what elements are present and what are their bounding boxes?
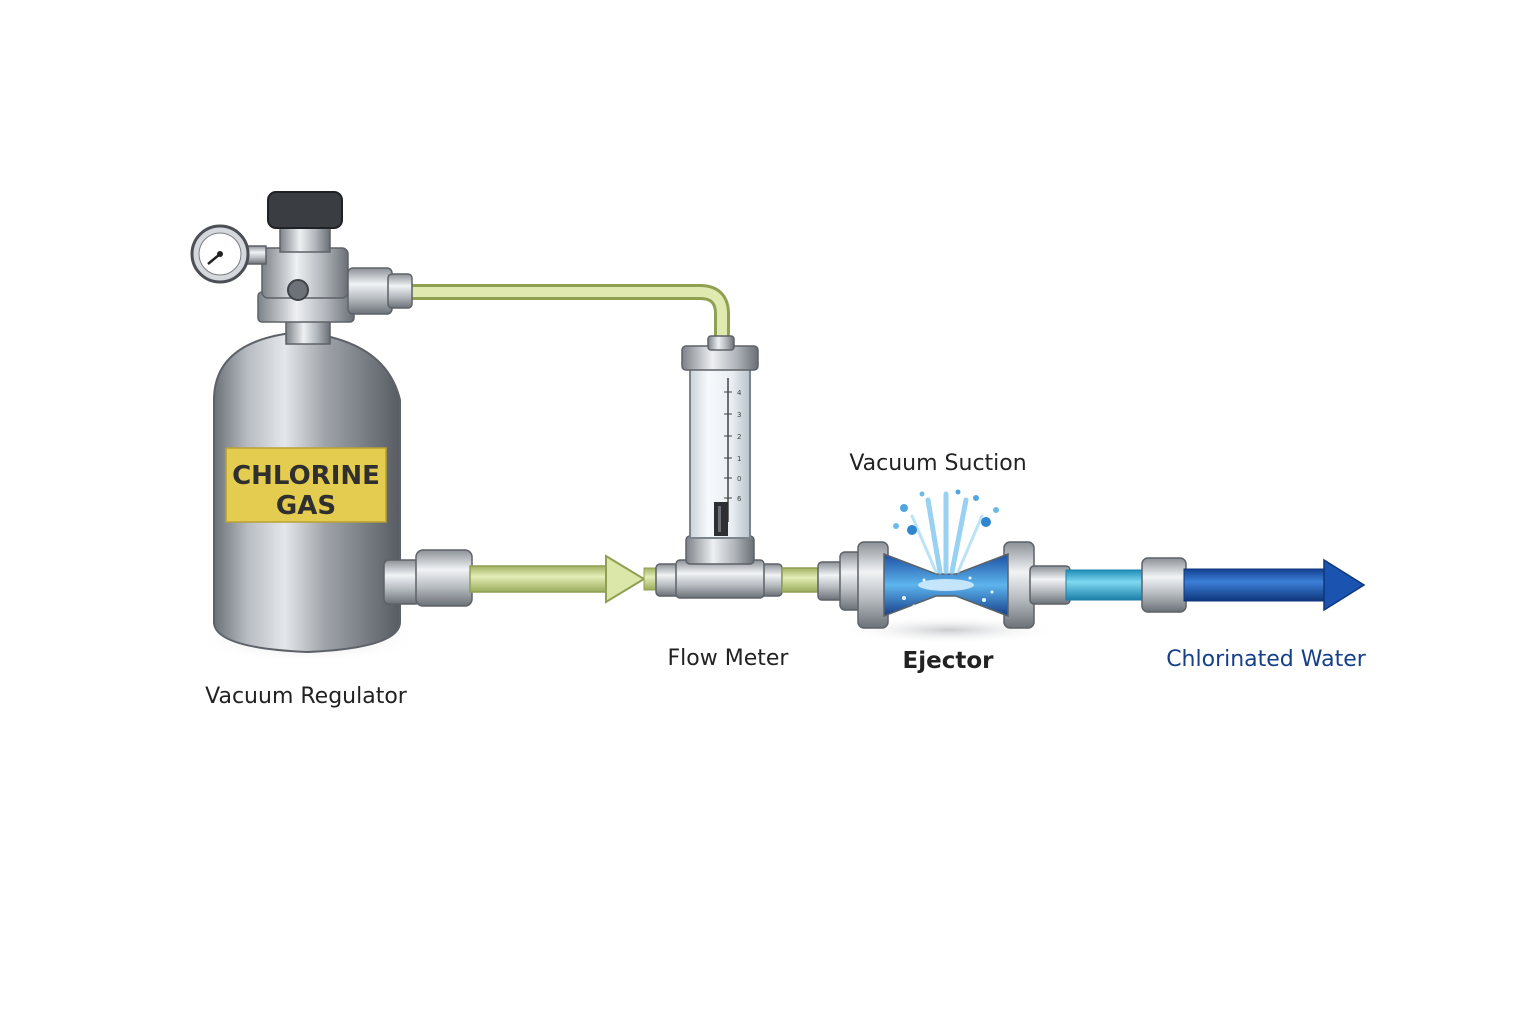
water-flow-arrow-icon (1323, 558, 1366, 612)
vacuum-regulator-label: Vacuum Regulator (205, 684, 408, 709)
scale-label-3: 1 (737, 455, 741, 463)
scale-label-2: 2 (737, 433, 741, 441)
cylinder-label-plate (225, 447, 387, 523)
scale-label-1: 3 (737, 411, 741, 419)
cylinder-outlet-fitting (383, 549, 473, 607)
vacuum-regulator (190, 191, 413, 345)
lower-gas-line (469, 565, 611, 593)
water-line-coupling (1141, 557, 1187, 613)
regulator-knob[interactable] (267, 191, 343, 229)
regulator-screw-icon (287, 279, 309, 301)
chlorinated-water-label: Chlorinated Water (1166, 647, 1367, 672)
ejector-outlet-fitting (1029, 565, 1071, 605)
gas-flow-arrow-icon (605, 554, 646, 604)
flow-meter-label: Flow Meter (668, 646, 790, 671)
water-line-light (1065, 569, 1147, 601)
scale-label-5: 6 (737, 495, 742, 503)
scale-label-0: 4 (737, 389, 742, 397)
flow-meter: 4 3 2 1 0 6 (655, 335, 783, 599)
scale-label-4: 0 (737, 475, 741, 483)
upper-gas-line (408, 287, 727, 340)
cylinder-label-line1: CHLORINE (232, 461, 380, 491)
ejector-label: Ejector (903, 648, 995, 674)
chlorine-cylinder: CHLORINE GAS (213, 330, 401, 654)
water-line-dark (1183, 568, 1331, 602)
cylinder-label-line2: GAS (276, 491, 336, 521)
ejector (817, 541, 1035, 629)
meter-to-ejector-line (781, 567, 823, 593)
vacuum-suction-label: Vacuum Suction (849, 451, 1026, 476)
vacuum-suction-spray-icon (893, 489, 999, 575)
flow-meter-scale: 4 3 2 1 0 6 (724, 389, 742, 503)
upper-gas-line-outline (408, 284, 730, 340)
